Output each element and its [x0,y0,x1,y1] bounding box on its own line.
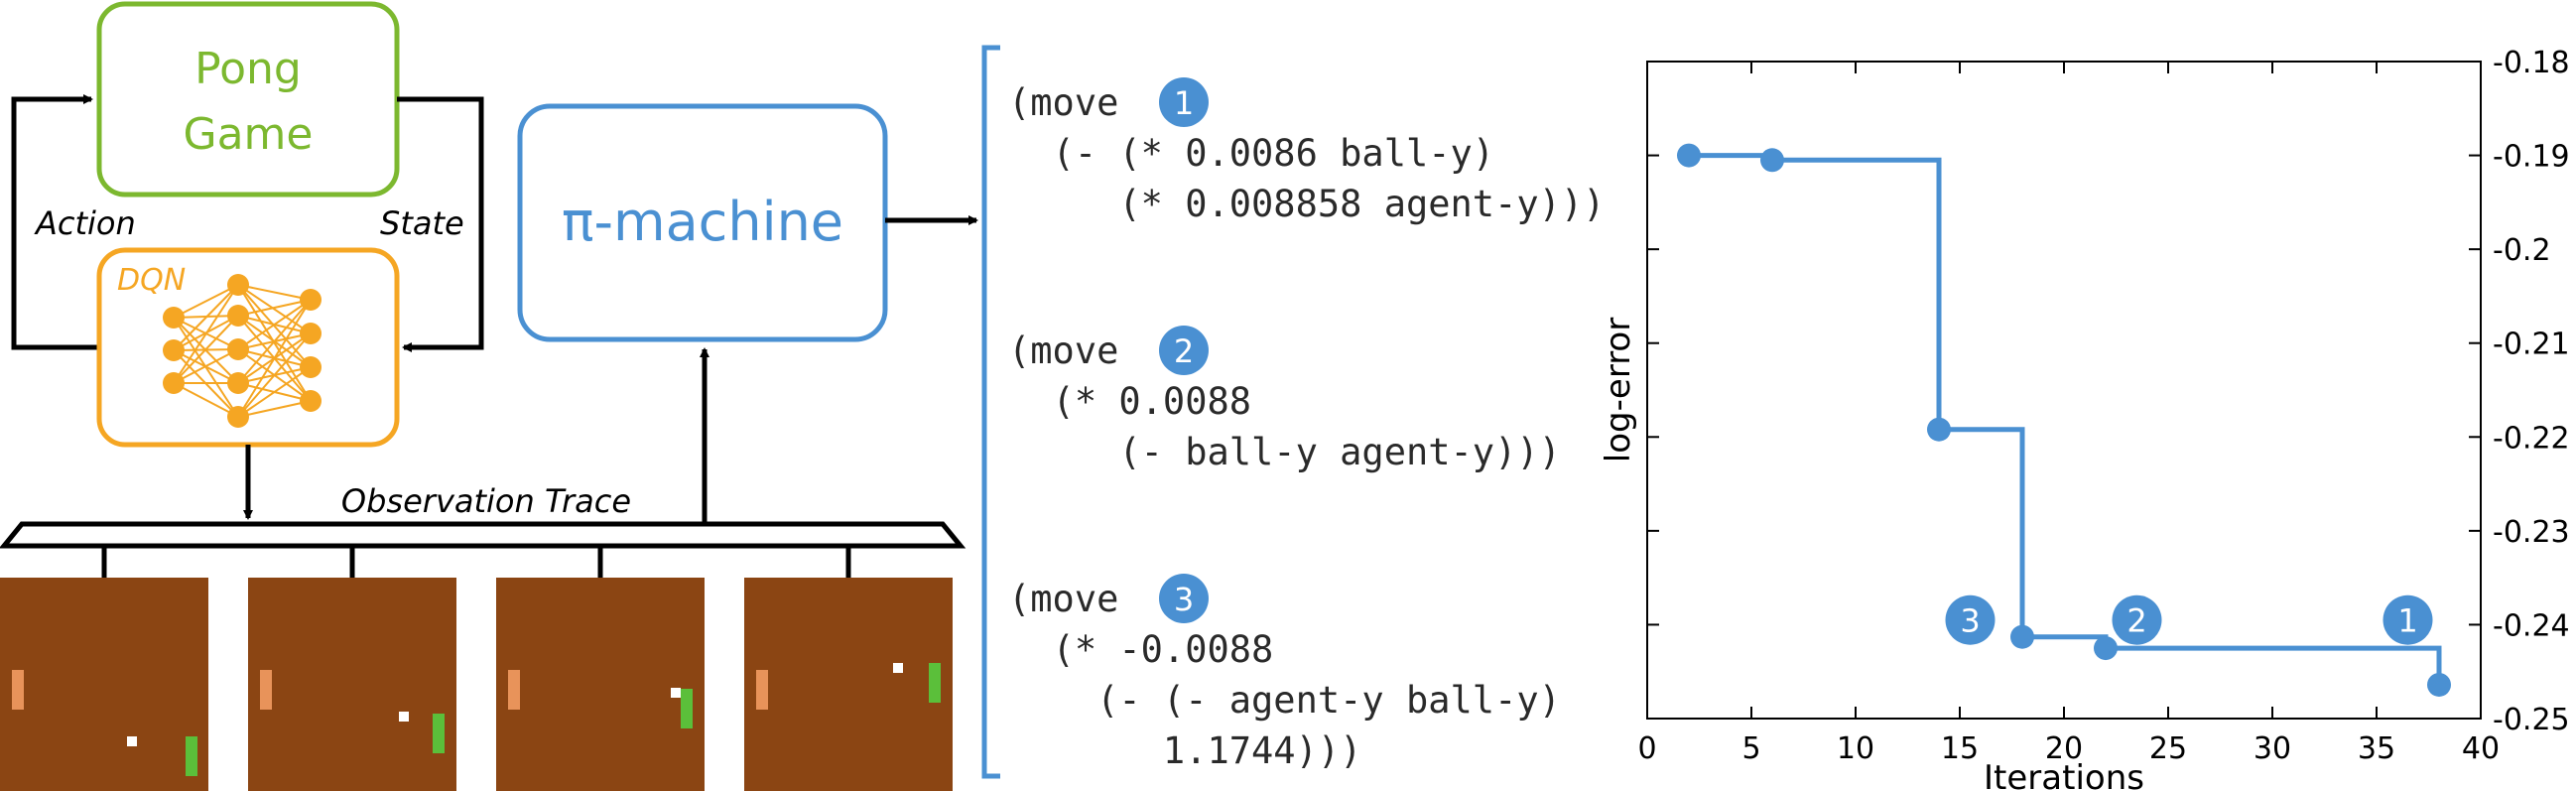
log-error-chart: 0 5 10 15 20 25 30 35 40 -0.18 -0.19 -0.2 -0.21 -0.2… [1599,46,2570,791]
data-point [2010,624,2034,649]
pong-game-label-line1: Pong [194,44,302,94]
pi-machine-box: π-machine [517,103,888,342]
programs-bracket [981,45,1000,779]
ball [893,663,903,673]
pi-machine-label: π-machine [562,191,843,253]
program-line: 1.1744))) [1008,729,1361,772]
opponent-paddle [929,663,941,703]
program-line: (move [1008,81,1118,124]
ball [127,736,137,746]
ball [399,712,409,722]
agent-paddle [756,670,768,710]
agent-paddle [260,670,272,710]
y-tick-label: -0.21 [2493,328,2570,362]
chart-annotations: 3 2 1 [1945,594,2433,645]
x-tick-label: 30 [2254,731,2291,766]
annotation-number: 3 [1960,602,1980,640]
annotation-badge [1945,594,1996,645]
x-tick-label: 40 [2462,731,2500,766]
program-3: (move (* -0.0088 (- (- agent-y ball-y) 1… [1008,574,1561,772]
pong-game-label-line2: Game [184,109,314,160]
program-line: (- (- agent-y ball-y) [1008,679,1561,722]
frame-3 [496,578,705,791]
agent-paddle [508,670,520,710]
program-2: (move (* 0.0088 (- ball-y agent-y))) 2 [1008,326,1561,473]
action-label: Action [34,204,136,242]
frame-2 [248,578,456,791]
y-tick-label: -0.19 [2493,140,2570,175]
program-badge-number: 3 [1174,581,1194,618]
program-badge-number: 1 [1174,84,1194,122]
opponent-paddle [433,714,445,753]
x-axis-label: Iterations [1984,758,2144,791]
data-point [1927,417,1951,442]
program-line: (* 0.008858 agent-y))) [1008,183,1605,225]
programs-list: (move (- (* 0.0086 ball-y) (* 0.008858 a… [1008,77,1605,772]
frame-4 [744,578,953,791]
x-tick-label: 35 [2358,731,2395,766]
program-line: (move [1008,330,1118,372]
program-badge [1159,77,1209,127]
y-axis-ticks: -0.18 -0.19 -0.2 -0.21 -0.22 -0.23 -0.24 -0.25 [1647,46,2570,737]
x-axis-ticks: 0 5 10 15 20 25 30 35 40 [1637,62,2500,766]
x-tick-label: 5 [1741,731,1760,766]
action-arrow [11,94,99,350]
program-line: (* -0.0088 [1008,628,1273,671]
series-1 [1677,143,2451,697]
dqn-box: DQN [96,247,400,448]
program-line: (* 0.0088 [1008,380,1251,423]
pong-game-box: Pong Game [96,1,400,198]
annotation-badge [2383,594,2433,645]
data-point [2427,672,2451,697]
program-line: (- ball-y agent-y))) [1008,431,1561,473]
frame-connectors [101,546,851,578]
series-step-line [1689,153,2442,685]
y-tick-label: -0.18 [2493,46,2570,80]
annotation-number: 2 [2126,602,2146,640]
y-axis-label: log-error [1599,318,1638,462]
neural-network-icon [163,274,322,428]
program-1: (move (- (* 0.0086 ball-y) (* 0.008858 a… [1008,77,1605,225]
x-tick-label: 20 [2045,731,2083,766]
data-point [1760,148,1784,173]
state-label: State [380,204,464,242]
program-badge-number: 2 [1174,332,1194,370]
annotation-number: 1 [2397,602,2417,640]
y-tick-label: -0.25 [2493,703,2570,737]
program-badge [1159,326,1209,375]
x-tick-label: 0 [1637,731,1656,766]
program-line: (move [1008,578,1118,620]
x-tick-label: 15 [1941,731,1979,766]
agent-paddle [12,670,24,710]
opponent-paddle [681,689,693,728]
y-tick-label: -0.22 [2493,421,2570,456]
y-tick-label: -0.2 [2493,233,2551,268]
program-badge [1159,574,1209,623]
observation-trace-bar [0,521,966,549]
observation-trace-label: Observation Trace [341,482,631,520]
data-point [2094,636,2118,661]
state-arrow [397,96,484,352]
data-point [1677,143,1701,168]
y-tick-label: -0.24 [2493,608,2570,643]
ball [671,688,681,698]
annotation-badge [2112,594,2162,645]
program-line: (- (* 0.0086 ball-y) [1008,132,1494,175]
frame-1 [0,578,208,791]
dqn-label: DQN [117,263,186,298]
x-tick-label: 25 [2149,731,2187,766]
y-tick-label: -0.23 [2493,515,2570,550]
x-tick-label: 10 [1837,731,1874,766]
opponent-paddle [186,736,197,776]
